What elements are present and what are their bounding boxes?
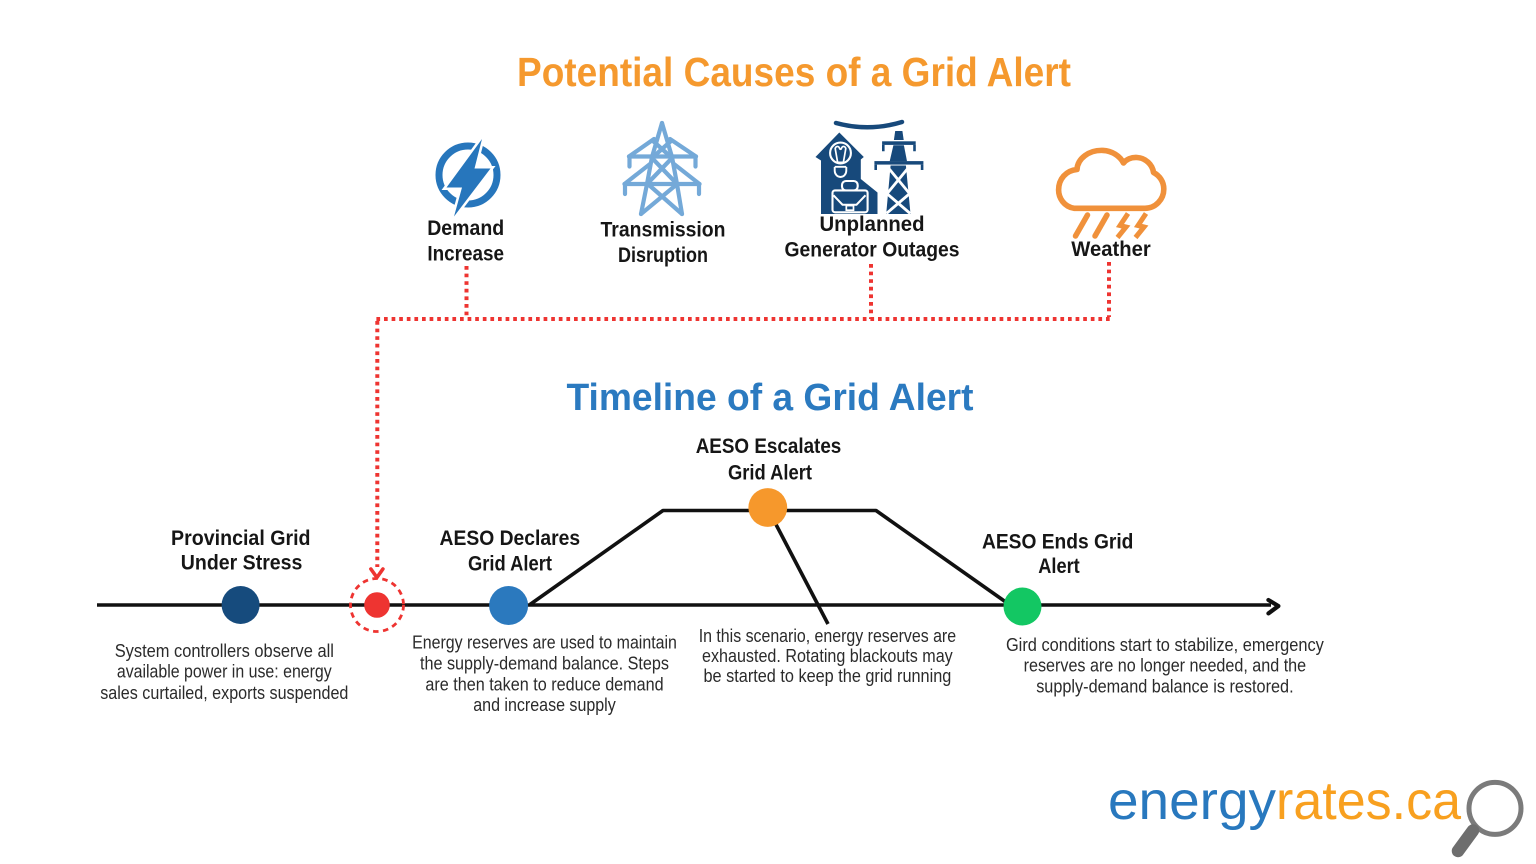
svg-text:Alert: Alert bbox=[1038, 555, 1080, 578]
svg-text:supply-demand balance is resto: supply-demand balance is restored. bbox=[1036, 677, 1293, 697]
svg-text:Demand: Demand bbox=[427, 217, 504, 240]
svg-text:Unplanned: Unplanned bbox=[820, 213, 925, 236]
svg-text:and increase supply: and increase supply bbox=[473, 695, 616, 715]
svg-text:the supply-demand balance. Ste: the supply-demand balance. Steps bbox=[420, 653, 669, 673]
svg-text:reserves are no longer needed,: reserves are no longer needed, and the bbox=[1024, 656, 1307, 676]
svg-text:AESO Escalates: AESO Escalates bbox=[696, 435, 842, 458]
svg-text:Increase: Increase bbox=[427, 242, 504, 265]
svg-text:Provincial Grid: Provincial Grid bbox=[171, 527, 311, 550]
svg-text:Generator Outages: Generator Outages bbox=[785, 238, 960, 261]
svg-text:Grid Alert: Grid Alert bbox=[468, 553, 552, 576]
svg-text:Grid Alert: Grid Alert bbox=[728, 462, 812, 485]
svg-text:are then taken to reduce deman: are then taken to reduce demand bbox=[425, 674, 663, 694]
svg-text:exhausted. Rotating blackouts: exhausted. Rotating blackouts may bbox=[702, 646, 953, 666]
svg-text:Transmission: Transmission bbox=[601, 219, 726, 242]
svg-text:Timeline of a Grid Alert: Timeline of a Grid Alert bbox=[567, 377, 974, 419]
svg-text:Gird conditions start to stabi: Gird conditions start to stabilize, emer… bbox=[1006, 635, 1324, 655]
svg-text:In this scenario, energy reser: In this scenario, energy reserves are bbox=[699, 626, 956, 646]
svg-text:energy: energy bbox=[1108, 771, 1276, 831]
svg-text:Weather: Weather bbox=[1071, 238, 1150, 261]
svg-text:Disruption: Disruption bbox=[618, 244, 708, 267]
svg-text:available power in use: energy: available power in use: energy bbox=[117, 662, 332, 682]
svg-text:be started to keep the grid ru: be started to keep the grid running bbox=[704, 666, 952, 686]
svg-text:sales curtailed, exports suspe: sales curtailed, exports suspended bbox=[100, 683, 348, 703]
svg-text:Under Stress: Under Stress bbox=[181, 552, 303, 575]
svg-text:Energy reserves are used to ma: Energy reserves are used to maintain bbox=[412, 632, 677, 652]
svg-text:System controllers observe all: System controllers observe all bbox=[115, 641, 334, 661]
svg-text:AESO Ends Grid: AESO Ends Grid bbox=[982, 531, 1133, 554]
svg-text:Potential Causes of a Grid Ale: Potential Causes of a Grid Alert bbox=[517, 49, 1071, 95]
svg-text:rates.ca: rates.ca bbox=[1276, 771, 1462, 831]
svg-text:AESO Declares: AESO Declares bbox=[440, 527, 581, 550]
